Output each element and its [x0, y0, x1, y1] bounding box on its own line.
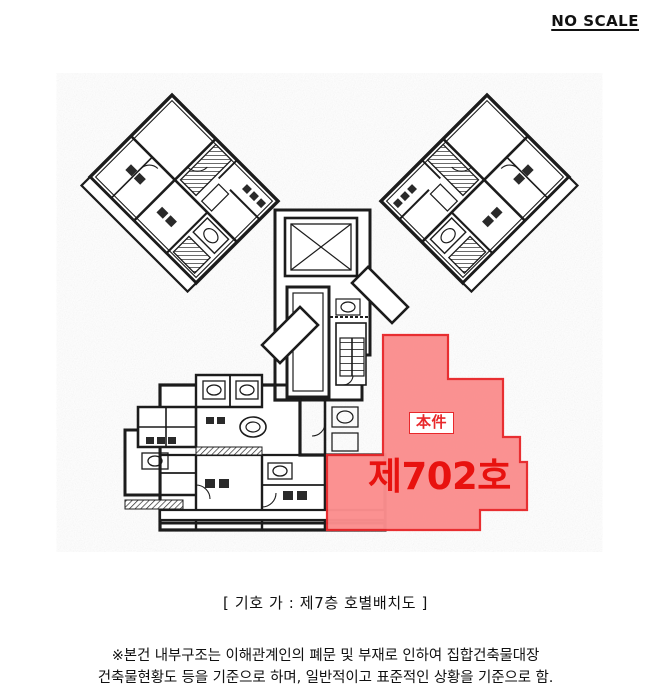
floor-plan-container — [0, 55, 651, 555]
plan-connectors — [260, 265, 410, 365]
floor-plan-drawing — [79, 93, 580, 532]
footnote: ※본건 내부구조는 이해관계인의 폐문 및 부재로 인하여 집합건축물대장 건축… — [0, 645, 651, 690]
plan-caption: [ 기호 가 : 제7층 호별배치도 ] — [223, 594, 428, 612]
no-scale-label: NO SCALE — [551, 12, 639, 30]
plan-right-wing — [379, 93, 580, 294]
core-stair — [335, 322, 367, 386]
footnote-line-1: ※본건 내부구조는 이해관계인의 폐문 및 부재로 인하여 집합건축물대장 — [111, 648, 540, 664]
footnote-line-2: 건축물현황도 등을 기준으로 하며, 일반적이고 표준적인 상황을 기준으로 함… — [97, 670, 554, 687]
unit-number-label: 제702호 — [368, 455, 511, 498]
honken-badge: 本件 — [409, 412, 455, 434]
plan-left-wing — [79, 93, 280, 294]
core-courtyard — [283, 216, 359, 278]
plan-core — [273, 208, 372, 402]
core-fixtures — [335, 298, 361, 316]
